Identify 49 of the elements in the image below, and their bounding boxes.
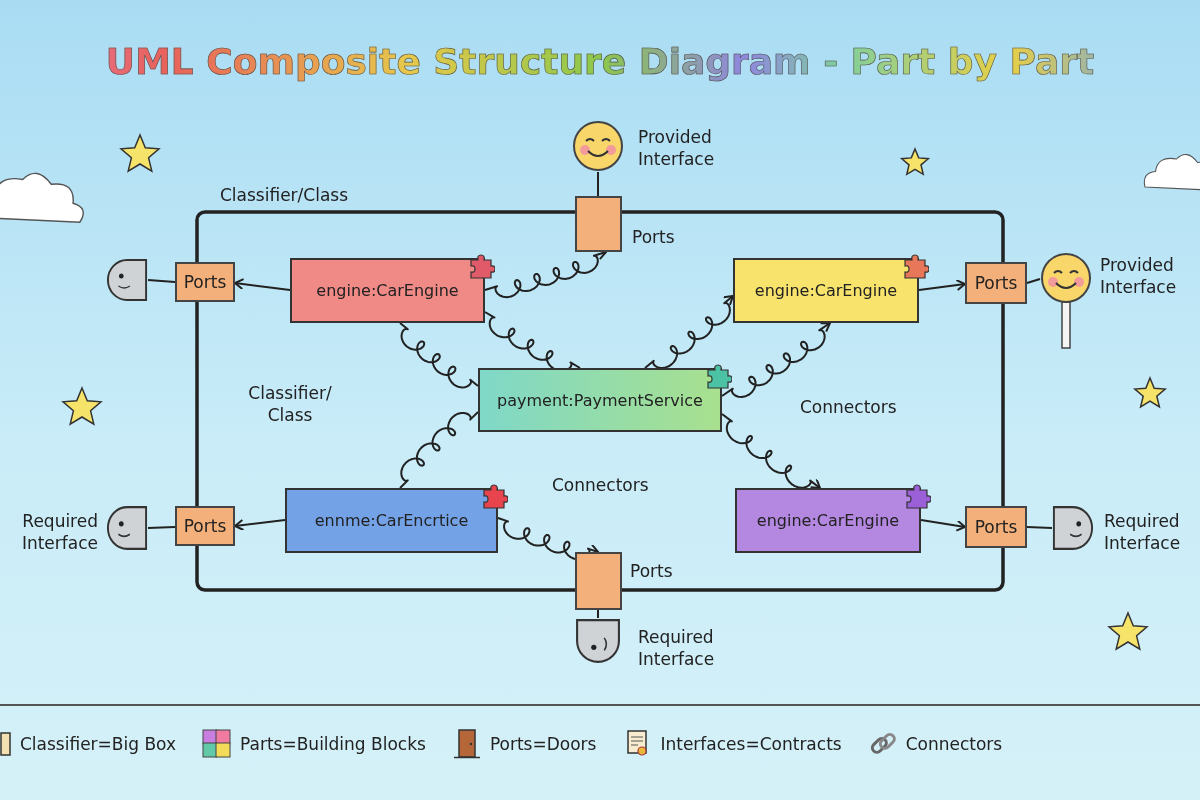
part-name: engine:CarEngine	[316, 281, 459, 300]
legend-text: Parts=Building Blocks	[240, 734, 426, 754]
port-box: Ports	[965, 506, 1027, 548]
provided-interface-icon	[1040, 252, 1092, 350]
connector-line	[147, 526, 176, 529]
connector-line	[147, 279, 176, 283]
connector-line	[597, 609, 599, 619]
interface-label: Required Interface	[638, 626, 716, 670]
annotation-label: Classifier/ Class	[247, 382, 333, 426]
required-interface-icon	[575, 618, 621, 664]
connector-line	[1026, 278, 1041, 284]
port-box	[575, 196, 622, 252]
connector-arrow	[918, 279, 966, 291]
part-name: engine:CarEngine	[756, 511, 900, 530]
part-name: payment:PaymentService	[497, 390, 703, 410]
connector-arrow	[644, 295, 734, 369]
port-box	[575, 552, 622, 610]
port-box: Ports	[175, 506, 235, 546]
classifier-label: Classifier/Class	[220, 184, 349, 206]
connector-arrow	[497, 517, 599, 561]
required-interface-icon	[1052, 505, 1094, 551]
interface-label: Provided Interface	[1100, 254, 1178, 298]
port-box: Ports	[175, 262, 235, 302]
connector-line	[597, 171, 599, 197]
legend-text: Ports=Doors	[489, 734, 597, 754]
legend-text: Connectors	[905, 734, 1003, 754]
port-label: Ports	[632, 226, 676, 248]
annotation-label: Connectors	[552, 474, 650, 496]
connector-arrow	[234, 519, 286, 531]
connector-arrow	[721, 413, 821, 489]
part-name: engine:CarEngine	[754, 281, 898, 300]
required-interface-icon	[106, 258, 148, 302]
legend-text: Interfaces=Contracts	[660, 734, 842, 754]
connector-line	[1026, 526, 1053, 529]
connector-line	[399, 322, 479, 389]
interface-label: Provided Interface	[638, 126, 716, 170]
annotation-label: Connectors	[800, 396, 898, 418]
legend-text: Classifier=Big Box	[20, 734, 177, 754]
connector-arrow	[234, 278, 291, 291]
interface-label: Required Interface	[1104, 510, 1182, 554]
interface-label: Required Interface	[20, 510, 98, 554]
connector-arrow	[920, 519, 966, 532]
required-interface-icon	[106, 505, 148, 551]
part-name: ennme:CarEncrtice	[314, 511, 469, 530]
provided-interface-icon	[572, 120, 624, 172]
port-label: Ports	[630, 560, 674, 582]
connector-line	[399, 411, 479, 489]
connector-arrow	[721, 322, 831, 398]
port-box: Ports	[965, 262, 1027, 304]
